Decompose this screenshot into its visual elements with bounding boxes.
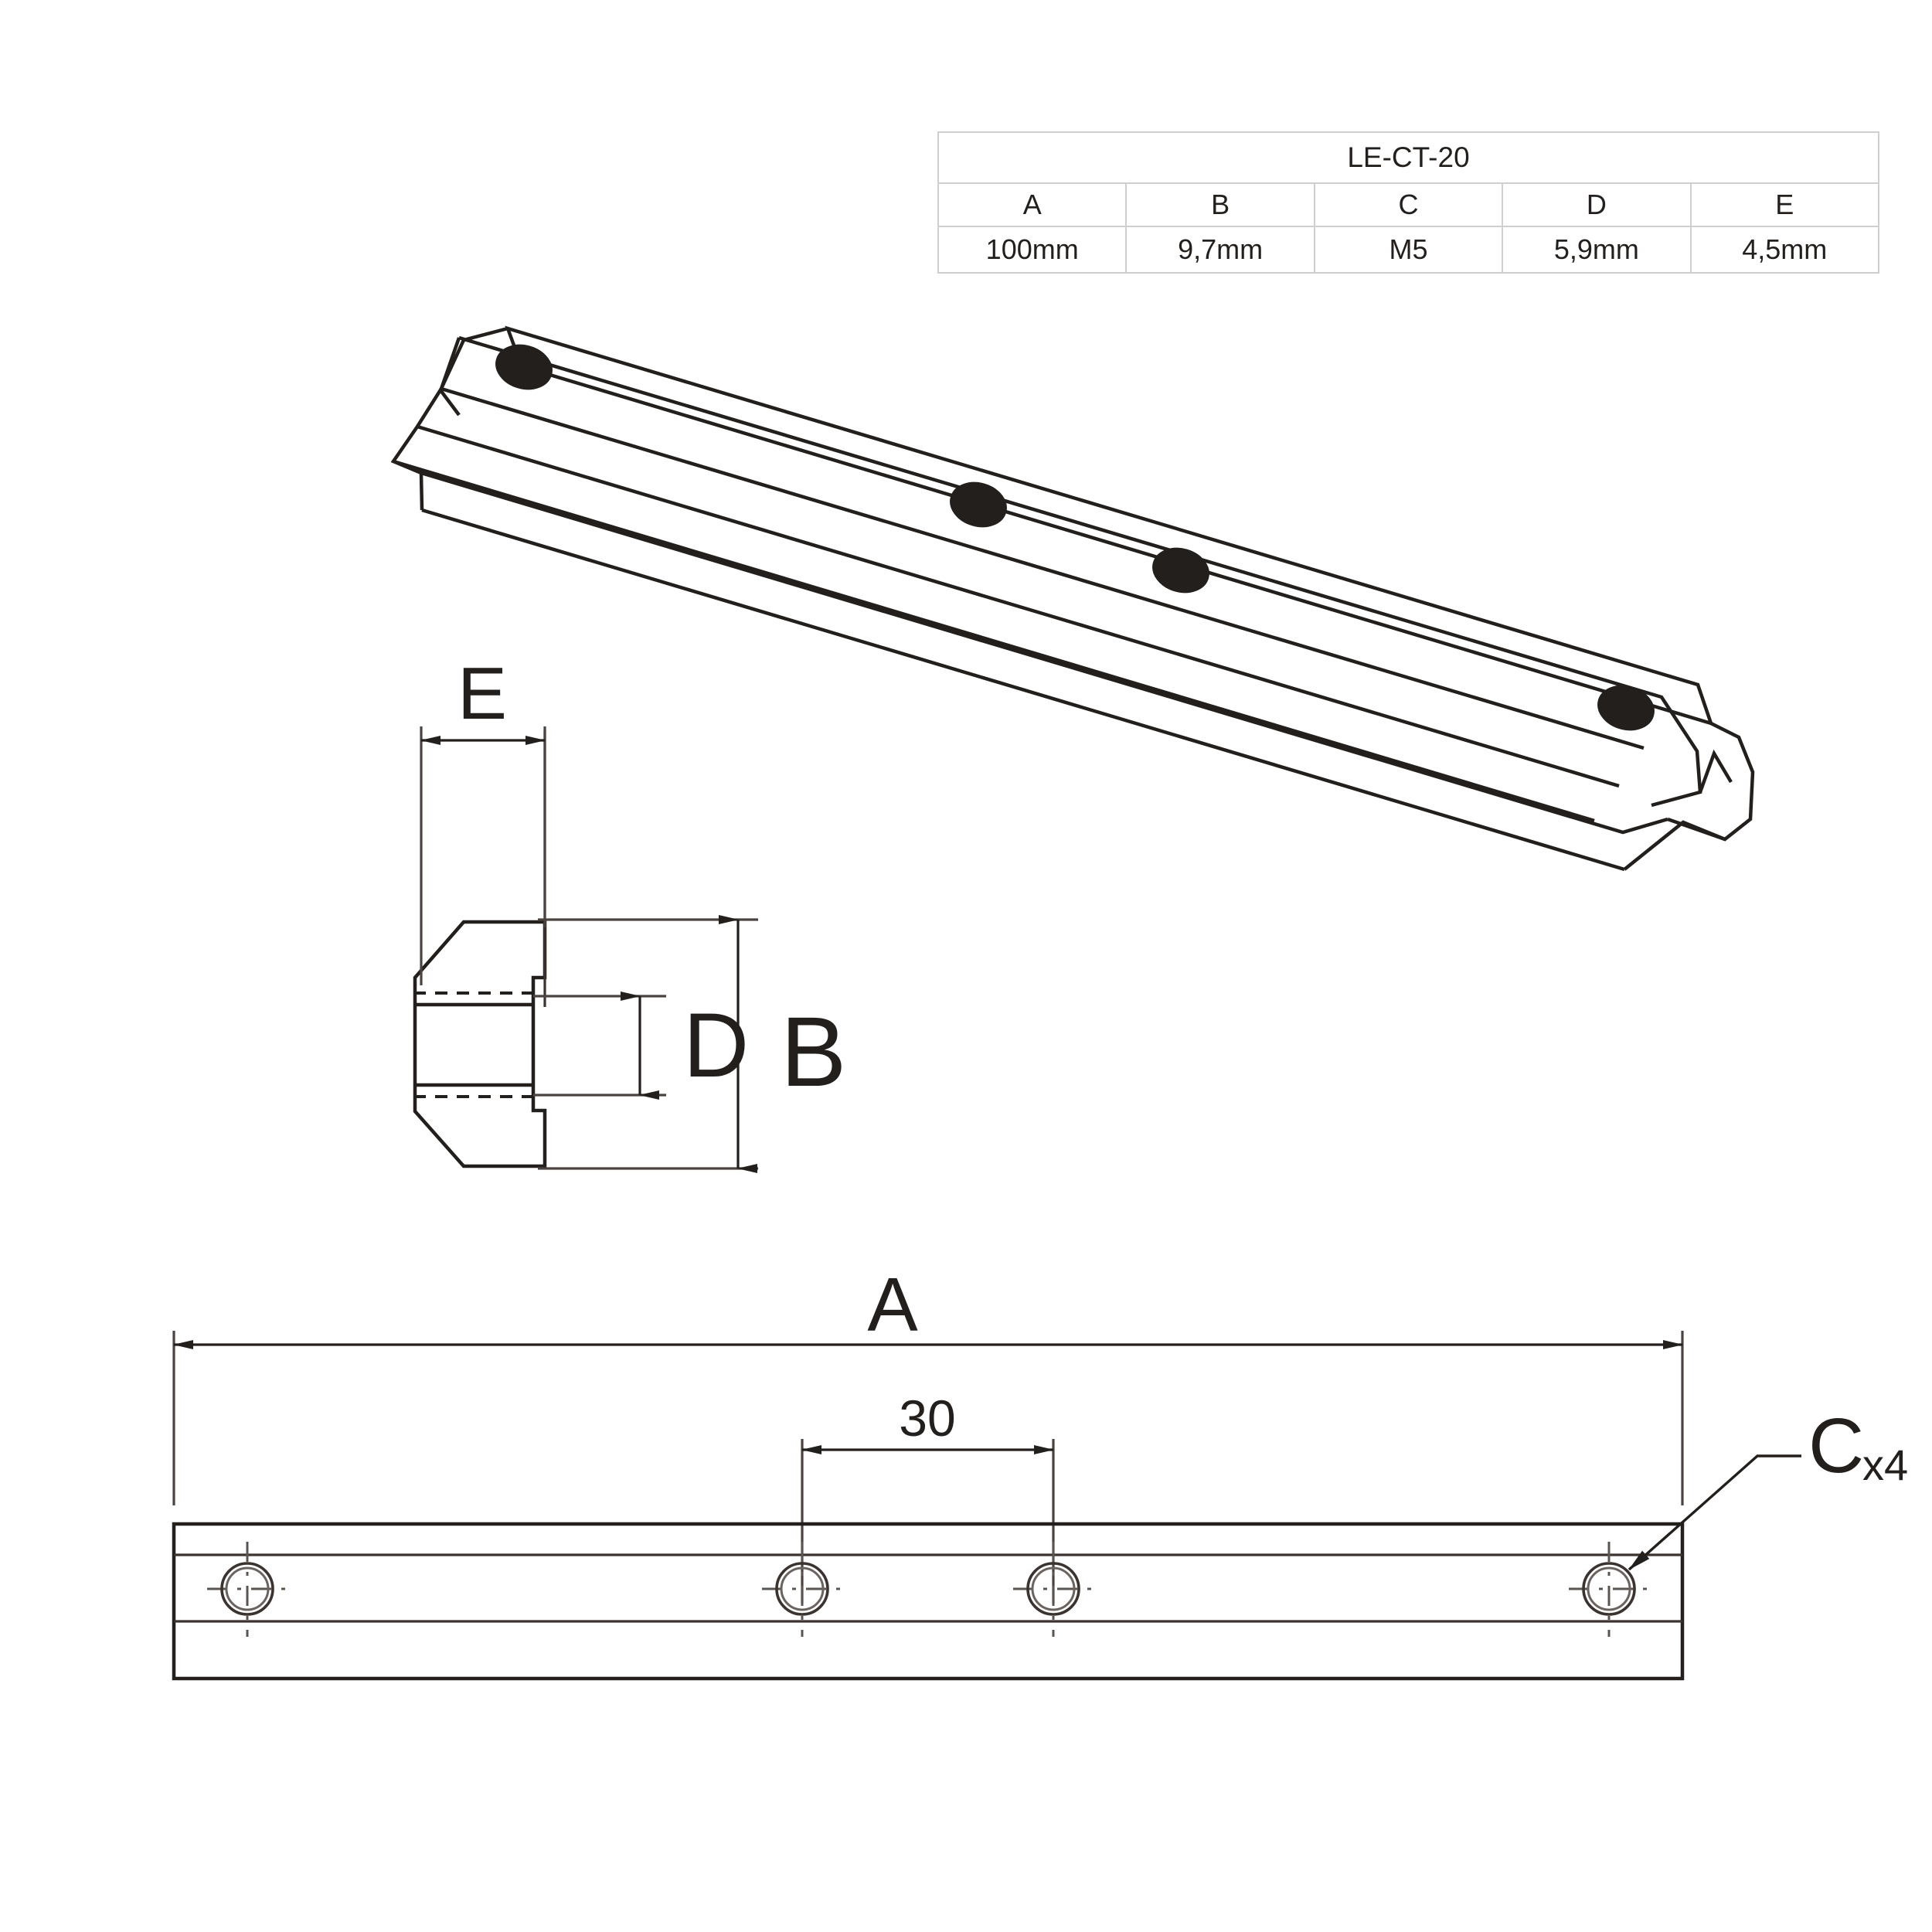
spec-table: LE-CT-20 A B C D E 100mm 9,7mm M5 5,9mm …	[937, 131, 1880, 274]
spec-value-b: 9,7mm	[1125, 226, 1315, 274]
iso-hole-4	[1597, 685, 1655, 731]
cross-section-view: E D B	[413, 652, 846, 1173]
plan-hole-1-group	[207, 1542, 287, 1637]
spec-table-value-row: 100mm 9,7mm M5 5,9mm 4,5mm	[937, 226, 1880, 274]
plan-hole-3-inner	[1031, 1566, 1076, 1611]
spec-value-d: 5,9mm	[1502, 226, 1692, 274]
iso-hole-1	[495, 344, 553, 390]
dimension-label-pitch: 30	[899, 1389, 955, 1447]
iso-ridge-line-3	[417, 424, 1620, 788]
spec-header-a: A	[937, 182, 1128, 227]
plan-hole-4-outer	[1582, 1562, 1636, 1616]
dimension-label-a: A	[867, 1262, 918, 1347]
plan-view: A 30	[172, 1262, 1908, 1681]
iso-bottom-edge	[421, 508, 1625, 872]
iso-right-end-face	[1623, 721, 1755, 871]
plan-hole-1-outer	[220, 1562, 274, 1616]
plan-hole-2-group	[762, 1542, 842, 1637]
iso-right-notch	[1698, 749, 1733, 793]
spec-table-header-row: A B C D E	[937, 182, 1880, 227]
spec-header-e: E	[1689, 182, 1880, 227]
spec-header-b: B	[1125, 182, 1315, 227]
iso-front-face	[420, 471, 1668, 835]
callout-label-x4: x4	[1862, 1440, 1908, 1489]
plan-hole-2-inner	[780, 1566, 825, 1611]
plan-hole-4-inner	[1587, 1566, 1631, 1611]
isometric-rail-view	[390, 325, 1755, 872]
plan-hole-2-outer	[775, 1562, 829, 1616]
plan-hole-3-group	[1013, 1542, 1094, 1637]
spec-value-e: 4,5mm	[1689, 226, 1880, 274]
cross-section-profile	[413, 920, 547, 1168]
iso-groove-line	[393, 459, 1595, 823]
plan-hole-3-outer	[1026, 1562, 1080, 1616]
spec-value-a: 100mm	[937, 226, 1128, 274]
iso-top-face	[458, 335, 1702, 808]
dimension-label-b: B	[781, 997, 846, 1107]
callout-label-c: C	[1808, 1403, 1864, 1489]
iso-left-end-face	[390, 337, 461, 511]
spec-header-c: C	[1313, 182, 1504, 227]
iso-right-side-edge	[1667, 817, 1726, 842]
iso-hole-2	[950, 481, 1007, 528]
iso-top-ridge	[505, 325, 1714, 726]
spec-table-part-name: LE-CT-20	[937, 131, 1879, 184]
spec-table-title-row: LE-CT-20	[937, 131, 1879, 184]
plan-hole-4-group	[1569, 1542, 1649, 1637]
spec-value-c: M5	[1313, 226, 1504, 274]
plan-outline	[172, 1522, 1685, 1681]
callout-leader-line	[1628, 1454, 1801, 1571]
plan-hole-1-inner	[225, 1566, 270, 1611]
iso-hole-group	[495, 344, 1655, 731]
dimension-label-e: E	[457, 652, 507, 735]
spec-header-d: D	[1502, 182, 1692, 227]
iso-hole-3	[1152, 547, 1209, 594]
iso-left-cap-upper	[438, 326, 509, 417]
iso-ridge-line-2	[440, 386, 1645, 750]
